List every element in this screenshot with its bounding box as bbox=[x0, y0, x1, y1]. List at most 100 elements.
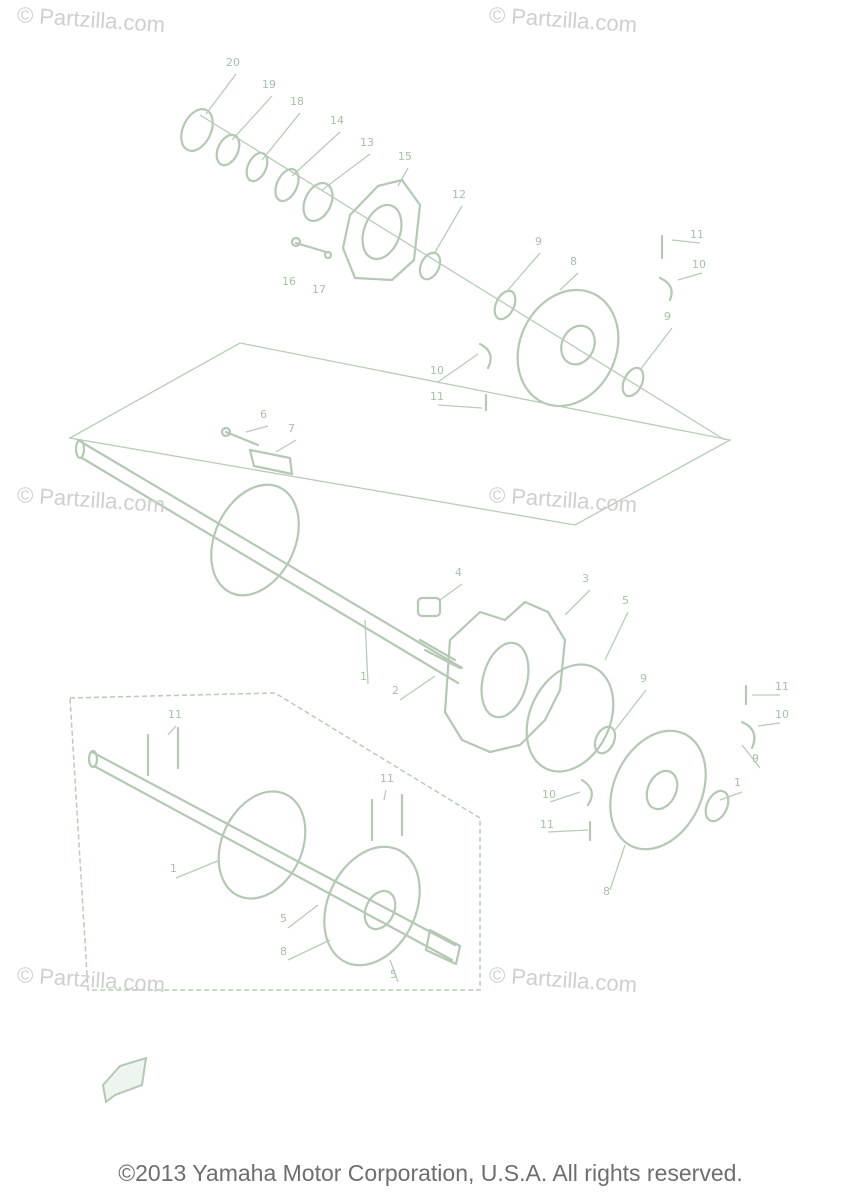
leader-line bbox=[245, 425, 269, 433]
sprocket-8-top bbox=[516, 288, 620, 408]
part-label: 5 bbox=[280, 912, 287, 925]
sprocket-8-hub bbox=[560, 324, 596, 366]
sprocket-8-right bbox=[609, 729, 707, 851]
alt-spline bbox=[424, 928, 462, 966]
leader-line bbox=[564, 589, 591, 616]
leader-line bbox=[757, 722, 781, 727]
sprocket-5 bbox=[525, 663, 615, 773]
seal-20 bbox=[180, 108, 214, 152]
clip-10-right bbox=[740, 720, 756, 750]
part-label: 1 bbox=[734, 776, 741, 789]
bolt-16 bbox=[294, 241, 328, 254]
part-label: 8 bbox=[603, 885, 610, 898]
bearing-9-right bbox=[621, 366, 645, 398]
part-label: 9 bbox=[640, 672, 647, 685]
leader-line bbox=[397, 167, 409, 187]
clip-10-low bbox=[580, 778, 593, 807]
part-label: 11 bbox=[690, 228, 704, 241]
part-label: 8 bbox=[570, 255, 577, 268]
leader-line bbox=[167, 725, 177, 736]
leader-line bbox=[604, 611, 629, 661]
leader-line bbox=[399, 675, 436, 701]
part-label: 9 bbox=[752, 752, 759, 765]
alt-sprocket-hub bbox=[363, 889, 397, 931]
alt-sprocket bbox=[323, 845, 421, 967]
part-label: 1 bbox=[170, 862, 177, 875]
part-label: 16 bbox=[282, 275, 296, 288]
part-label: 7 bbox=[288, 422, 295, 435]
bolt-6 bbox=[220, 426, 232, 438]
leader-line bbox=[559, 272, 579, 291]
part-label: 14 bbox=[330, 114, 344, 127]
part-label: 5 bbox=[390, 968, 397, 981]
leader-line bbox=[275, 439, 297, 453]
part-label: 3 bbox=[582, 572, 589, 585]
leader-line bbox=[507, 252, 541, 291]
clip-10-mid bbox=[478, 342, 492, 370]
leader-line bbox=[261, 112, 301, 161]
washer-17 bbox=[323, 250, 333, 260]
part-label: 20 bbox=[226, 56, 240, 69]
part-label: 4 bbox=[455, 566, 462, 579]
leader-line bbox=[389, 959, 399, 983]
bearing-13 bbox=[302, 181, 334, 223]
leader-line bbox=[639, 327, 673, 371]
leader-line bbox=[671, 239, 701, 244]
spring-11-right bbox=[370, 793, 404, 842]
sprocket-8-right-hub bbox=[645, 769, 679, 811]
part-label: 6 bbox=[260, 408, 267, 421]
part-label: 8 bbox=[280, 945, 287, 958]
leader-line bbox=[364, 619, 369, 685]
alt-shaft bbox=[90, 750, 457, 962]
bracket-7 bbox=[248, 448, 294, 476]
leader-line bbox=[547, 829, 589, 833]
leader-line bbox=[287, 904, 319, 929]
leader-line bbox=[291, 131, 341, 177]
leader-line bbox=[321, 153, 371, 191]
part-label: 12 bbox=[452, 188, 466, 201]
part-label: 10 bbox=[692, 258, 706, 271]
leader-line bbox=[614, 689, 647, 731]
guide-box-lower bbox=[69, 692, 481, 991]
leader-line bbox=[719, 791, 743, 801]
bearing-9-top bbox=[493, 289, 517, 321]
alt-shaft-end bbox=[87, 749, 99, 769]
leader-line bbox=[287, 939, 331, 961]
leader-line bbox=[439, 583, 463, 601]
upper-assembly bbox=[68, 108, 732, 526]
part-label: 2 bbox=[392, 684, 399, 697]
part-label: 15 bbox=[398, 150, 412, 163]
part-label: 13 bbox=[360, 136, 374, 149]
leader-line bbox=[231, 95, 273, 141]
part-label: 10 bbox=[430, 364, 444, 377]
leader-line bbox=[175, 859, 221, 879]
part-label: 5 bbox=[622, 594, 629, 607]
part-label: 9 bbox=[664, 310, 671, 323]
bearing-19 bbox=[215, 133, 241, 167]
drive-shaft bbox=[76, 438, 464, 685]
lower-assembly bbox=[69, 692, 481, 991]
part-label: 11 bbox=[430, 390, 444, 403]
drive-sprocket-3 bbox=[443, 600, 567, 754]
spring-11-left bbox=[146, 726, 180, 777]
clip-10-top bbox=[658, 276, 673, 302]
part-label: 11 bbox=[168, 708, 182, 721]
bolt-head-16 bbox=[290, 236, 302, 248]
part-label: 17 bbox=[312, 283, 326, 296]
leader-line bbox=[741, 744, 761, 769]
axis-line-upper bbox=[199, 114, 726, 441]
part-label: 9 bbox=[535, 235, 542, 248]
part-label: 10 bbox=[542, 788, 556, 801]
main-shaft-assembly bbox=[74, 426, 756, 851]
leader-line bbox=[437, 404, 483, 409]
leader-line bbox=[433, 205, 463, 255]
leader-line bbox=[437, 353, 479, 383]
leader-line bbox=[205, 73, 237, 115]
leader-line bbox=[609, 844, 626, 891]
washer-18 bbox=[245, 151, 269, 183]
front-arrow-icon bbox=[101, 1056, 148, 1104]
part-label: 18 bbox=[290, 95, 304, 108]
alt-flange bbox=[217, 790, 307, 900]
bolt-6-shank bbox=[224, 430, 260, 447]
